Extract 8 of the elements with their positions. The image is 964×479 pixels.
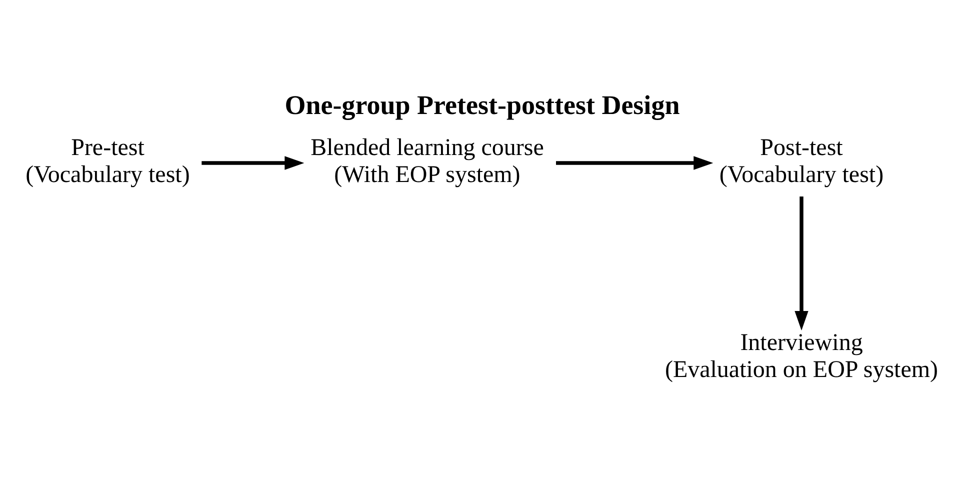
- arrow: [794, 196, 808, 331]
- node-text: Post-test (Vocabulary test): [719, 135, 884, 188]
- arrow: [202, 156, 304, 170]
- node-text: Pre-test (Vocabulary test): [26, 135, 190, 188]
- node-text: Blended learning course (With EOP system): [310, 135, 544, 188]
- node-text: Interviewing (Evaluation on EOP system): [664, 330, 938, 384]
- arrow: [556, 156, 714, 170]
- diagram-title: One-group Pretest-posttest Design: [284, 90, 680, 120]
